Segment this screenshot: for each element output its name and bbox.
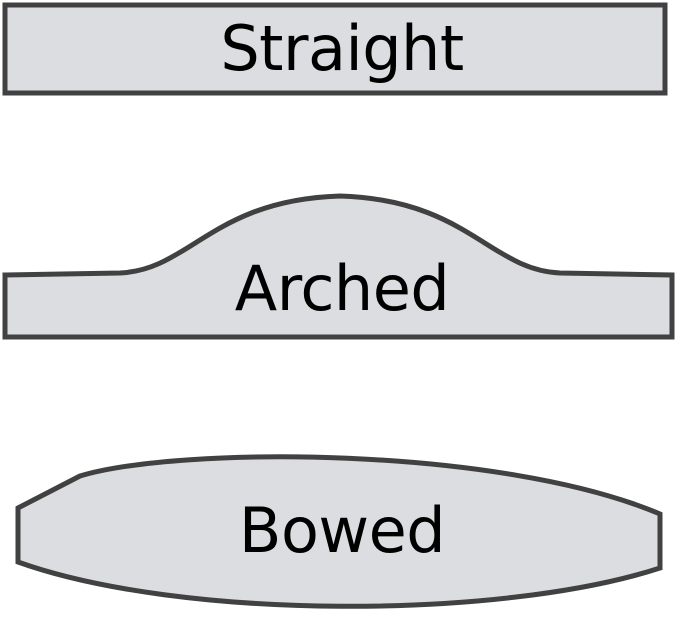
shape-group-straight[interactable]: Straight [2, 2, 668, 96]
arched-label: Arched [235, 252, 449, 325]
bowed-shape[interactable] [15, 454, 663, 609]
straight-label: Straight [220, 12, 463, 85]
shape-group-arched[interactable]: Arched [2, 193, 675, 340]
straight-shape[interactable] [2, 2, 668, 96]
shape-group-bowed[interactable]: Bowed [15, 454, 663, 609]
arched-shape[interactable] [2, 193, 675, 340]
bowed-label: Bowed [239, 494, 445, 567]
